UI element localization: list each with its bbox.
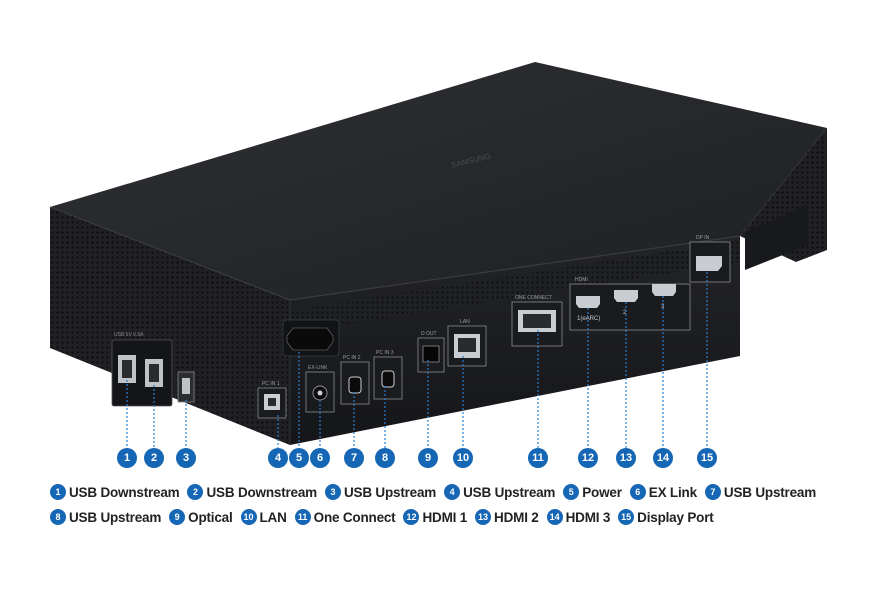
callout-badge-3: 3	[176, 448, 196, 468]
legend-label: USB Downstream	[206, 484, 317, 500]
legend-label: USB Upstream	[463, 484, 556, 500]
callout-badge-15: 15	[697, 448, 717, 468]
hdmi-port-12	[576, 296, 600, 308]
legend-badge: 1	[50, 484, 66, 500]
callout-badge-11: 11	[528, 448, 548, 468]
legend-badge: 15	[618, 509, 635, 525]
device-front-vent	[230, 240, 740, 342]
display-port-15	[696, 256, 722, 271]
legend-badge: 12	[403, 509, 420, 525]
svg-text:PC IN 2: PC IN 2	[343, 355, 361, 361]
front-ports: PC IN 1 EX-LINK PC IN 2 PC IN 3 D OUT LA…	[257, 235, 731, 419]
callout-badge-6: 6	[310, 448, 330, 468]
legend-badge: 11	[294, 509, 311, 525]
legend-badge: 2	[187, 484, 204, 500]
usb-c-port-7	[348, 376, 362, 394]
legend-badge: 8	[50, 509, 66, 525]
callout-badge-8: 8	[375, 448, 395, 468]
legend-badge: 5	[563, 484, 580, 500]
callout-badge-7: 7	[344, 448, 364, 468]
legend-label: HDMI 1	[422, 509, 468, 525]
legend-label: USB Upstream	[343, 484, 437, 500]
callout-badge-14: 14	[653, 448, 673, 468]
hdmi-port-13	[614, 290, 638, 302]
device-right-panel	[745, 205, 808, 270]
svg-text:PC IN 3: PC IN 3	[376, 350, 394, 356]
legend-label: USB Upstream	[723, 484, 817, 500]
legend-badge: 10	[240, 509, 257, 525]
callout-badge-5: 5	[289, 448, 309, 468]
svg-text:D OUT: D OUT	[421, 331, 437, 337]
device-top-surface	[50, 62, 827, 300]
leader-lines	[126, 272, 708, 448]
legend-label: Power	[582, 484, 622, 500]
callout-badge-12: 12	[578, 448, 598, 468]
legend-badge: 14	[546, 509, 563, 525]
callout-badge-4: 4	[268, 448, 288, 468]
callout-badge-2: 2	[144, 448, 164, 468]
legend-label: One Connect	[313, 509, 396, 525]
usb-c-port-8	[381, 370, 395, 388]
callout-badge-9: 9	[418, 448, 438, 468]
svg-text:DP IN: DP IN	[696, 235, 710, 241]
svg-text:HDMI: HDMI	[575, 277, 588, 283]
svg-text:3: 3	[661, 304, 665, 310]
legend-badge: 4	[444, 484, 461, 500]
legend-label: USB Downstream	[69, 484, 180, 500]
svg-text:2: 2	[623, 310, 627, 316]
optical-port-9	[422, 345, 440, 363]
callout-badge-10: 10	[453, 448, 473, 468]
callout-badge-13: 13	[616, 448, 636, 468]
svg-text:USB 5V 0.5A: USB 5V 0.5A	[114, 332, 144, 338]
legend-badge: 6	[629, 484, 646, 500]
device-left-side	[50, 207, 290, 445]
legend-label: Display Port	[637, 509, 714, 525]
svg-text:PC IN 1: PC IN 1	[262, 381, 280, 387]
svg-text:LAN: LAN	[460, 319, 470, 325]
svg-text:1(eARC): 1(eARC)	[577, 316, 600, 322]
legend-label: EX Link	[648, 484, 697, 500]
legend-label: USB Upstream	[69, 509, 162, 525]
legend-badge: 13	[475, 509, 492, 525]
svg-text:EX-LINK: EX-LINK	[308, 365, 328, 371]
legend-badge: 9	[169, 509, 186, 525]
legend-badge: 7	[704, 484, 721, 500]
legend-label: HDMI 2	[494, 509, 539, 525]
svg-text:ONE CONNECT: ONE CONNECT	[515, 295, 552, 301]
legend-badge: 3	[324, 484, 341, 500]
legend-label: LAN	[259, 509, 287, 525]
callout-badge-1: 1	[117, 448, 137, 468]
legend-label: HDMI 3	[565, 509, 611, 525]
legend-label: Optical	[188, 509, 233, 525]
hdmi-port-14	[652, 284, 676, 296]
